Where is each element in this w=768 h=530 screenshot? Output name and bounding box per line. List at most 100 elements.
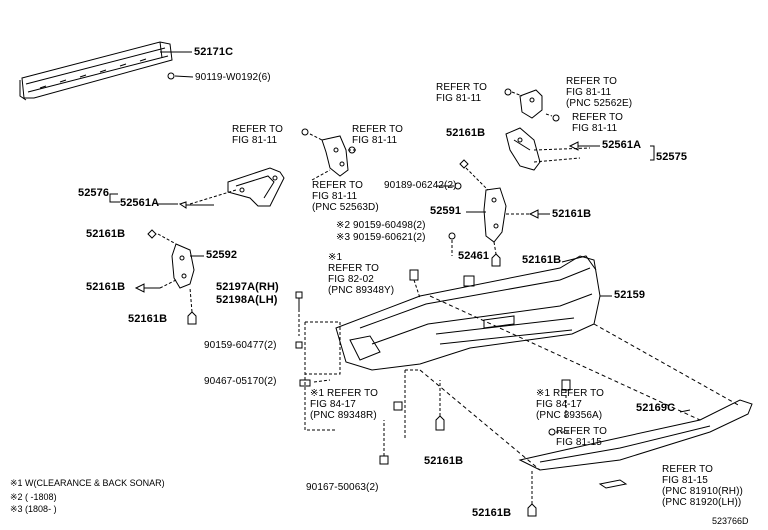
refer-fig: FIG 84-17 bbox=[536, 399, 582, 410]
refer-line: REFER TO bbox=[566, 76, 617, 87]
refer-pnc: (PNC 81920(LH)) bbox=[662, 497, 742, 508]
retainer-52592 bbox=[171, 243, 195, 289]
refer-line: ※1 REFER TO bbox=[310, 388, 379, 399]
clip-52161B-d bbox=[528, 209, 550, 219]
clip-52161B-g bbox=[527, 503, 537, 517]
refer-line: REFER TO bbox=[436, 82, 487, 93]
clip-icon bbox=[504, 88, 512, 96]
label-52591: 52591 bbox=[430, 205, 462, 217]
label-52161B-top: 52161B bbox=[446, 127, 486, 139]
refer-pnc: (PNC 52563D) bbox=[312, 202, 379, 213]
footnote-2: ※2 ( -1808) bbox=[10, 492, 57, 502]
refer-pnc: (PNC 89356A) bbox=[536, 410, 603, 421]
bolt-90119 bbox=[167, 72, 175, 80]
refer-fig: FIG 81-11 bbox=[232, 135, 278, 146]
bolt-90159-60477 bbox=[295, 341, 303, 349]
sensor-89348R bbox=[393, 401, 403, 411]
refer-line: REFER TO bbox=[312, 180, 363, 191]
refer-line: REFER TO bbox=[232, 124, 283, 135]
refer-callout: ※1 REFER TO FIG 84-17 (PNC 89348R) bbox=[310, 388, 378, 421]
label-90159-60498: ※2 90159-60498(2) bbox=[336, 220, 426, 231]
refer-callout: REFER TO FIG 81-11 (PNC 52563D) bbox=[312, 180, 379, 213]
label-52161B-g: 52161B bbox=[472, 507, 512, 519]
refer-fig: FIG 81-15 bbox=[662, 475, 708, 486]
lower-cover-52169C bbox=[518, 399, 753, 489]
refer-pnc: (PNC 81910(RH)) bbox=[662, 486, 743, 497]
refer-fig: FIG 84-17 bbox=[310, 399, 356, 410]
label-52169C: 52169C bbox=[636, 402, 676, 414]
refer-fig: FIG 81-11 bbox=[436, 93, 482, 104]
refer-callout: REFER TO FIG 81-11 bbox=[352, 124, 403, 146]
refer-pnc: (PNC 52562E) bbox=[566, 98, 633, 109]
label-52575: 52575 bbox=[656, 151, 688, 163]
label-52461: 52461 bbox=[458, 250, 490, 262]
nut-90159 bbox=[448, 232, 456, 240]
refer-callout: REFER TO FIG 81-11 bbox=[436, 82, 487, 104]
leader-90119 bbox=[174, 75, 194, 78]
label-52161B-c: 52161B bbox=[128, 313, 168, 325]
clip-52161B-b bbox=[134, 283, 160, 293]
pad-52461 bbox=[463, 275, 475, 287]
label-90159-60621: ※3 90159-60621(2) bbox=[336, 232, 426, 243]
refer-callout: REFER TO FIG 81-11 bbox=[572, 112, 623, 134]
refer-line: ※1 REFER TO bbox=[536, 388, 605, 399]
diagram-id: 523766D bbox=[712, 516, 749, 526]
label-52561A-left: 52561A bbox=[120, 197, 160, 209]
connector-89348Y bbox=[409, 269, 419, 281]
label-52592: 52592 bbox=[206, 249, 238, 261]
label-52161B-f: 52161B bbox=[424, 455, 464, 467]
refer-line: REFER TO bbox=[662, 464, 713, 475]
refer-pnc: (PNC 89348R) bbox=[310, 410, 377, 421]
refer-callout: ※1 REFER TO FIG 82-02 (PNC 89348Y) bbox=[328, 252, 394, 296]
refer-callout: ※1 REFER TO FIG 84-17 (PNC 89356A) bbox=[536, 388, 604, 421]
screw-52561A-right bbox=[568, 141, 600, 151]
label-52198A: 52198A(LH) bbox=[216, 294, 278, 306]
refer-fig: FIG 81-15 bbox=[556, 437, 602, 448]
label-52171C: 52171C bbox=[194, 46, 234, 58]
bolt-90467 bbox=[299, 379, 311, 387]
leader-52575 bbox=[650, 145, 655, 161]
clip-52161B-c bbox=[187, 311, 197, 325]
center-bracket bbox=[321, 135, 349, 177]
refer-callout: REFER TO FIG 81-11 bbox=[232, 124, 283, 146]
side-bracket-52576 bbox=[227, 167, 285, 207]
bracket-52562E bbox=[519, 89, 543, 119]
label-90467: 90467-05170(2) bbox=[204, 376, 277, 387]
label-90167: 90167-50063(2) bbox=[306, 482, 379, 493]
clip-icon bbox=[301, 128, 309, 136]
nut-90189 bbox=[454, 182, 462, 190]
refer-line: REFER TO bbox=[352, 124, 403, 135]
refer-fig: FIG 82-02 bbox=[328, 274, 374, 285]
retainer-52591 bbox=[483, 187, 507, 243]
clip-icon bbox=[348, 146, 356, 154]
refer-line: REFER TO bbox=[572, 112, 623, 123]
refer-fig: FIG 81-11 bbox=[312, 191, 358, 202]
label-52161B-e: 52161B bbox=[522, 254, 562, 266]
clip-52161B-a bbox=[147, 229, 157, 239]
dash-52561A-left bbox=[189, 189, 237, 205]
screw-52197A bbox=[295, 291, 303, 312]
label-52197A: 52197A(RH) bbox=[216, 281, 279, 293]
screw-52561A-left bbox=[178, 201, 214, 209]
refer-fig: FIG 81-11 bbox=[572, 123, 618, 134]
refer-line: REFER TO bbox=[328, 263, 379, 274]
clip-icon bbox=[548, 428, 556, 436]
refer-fig: FIG 81-11 bbox=[566, 87, 612, 98]
leader-52169C bbox=[679, 409, 691, 413]
refer-callout: REFER TO FIG 81-15 (PNC 81910(RH)) (PNC … bbox=[662, 464, 743, 508]
label-90159-60477: 90159-60477(2) bbox=[204, 340, 277, 351]
label-90189: 90189-06242(2) bbox=[384, 180, 457, 191]
refer-callout: REFER TO FIG 81-15 bbox=[556, 426, 607, 448]
nut-90167 bbox=[379, 455, 389, 465]
side-bracket-52575 bbox=[505, 127, 541, 171]
label-52159: 52159 bbox=[614, 289, 646, 301]
footnote-3: ※3 (1808- ) bbox=[10, 504, 57, 514]
refer-fig: FIG 81-11 bbox=[352, 135, 398, 146]
label-90119: 90119-W0192(6) bbox=[195, 72, 271, 83]
label-52161B-d: 52161B bbox=[552, 208, 592, 220]
clip-52161B-f bbox=[435, 415, 445, 431]
sensor-89356A bbox=[561, 379, 571, 391]
refer-pnc: (PNC 89348Y) bbox=[328, 285, 395, 296]
